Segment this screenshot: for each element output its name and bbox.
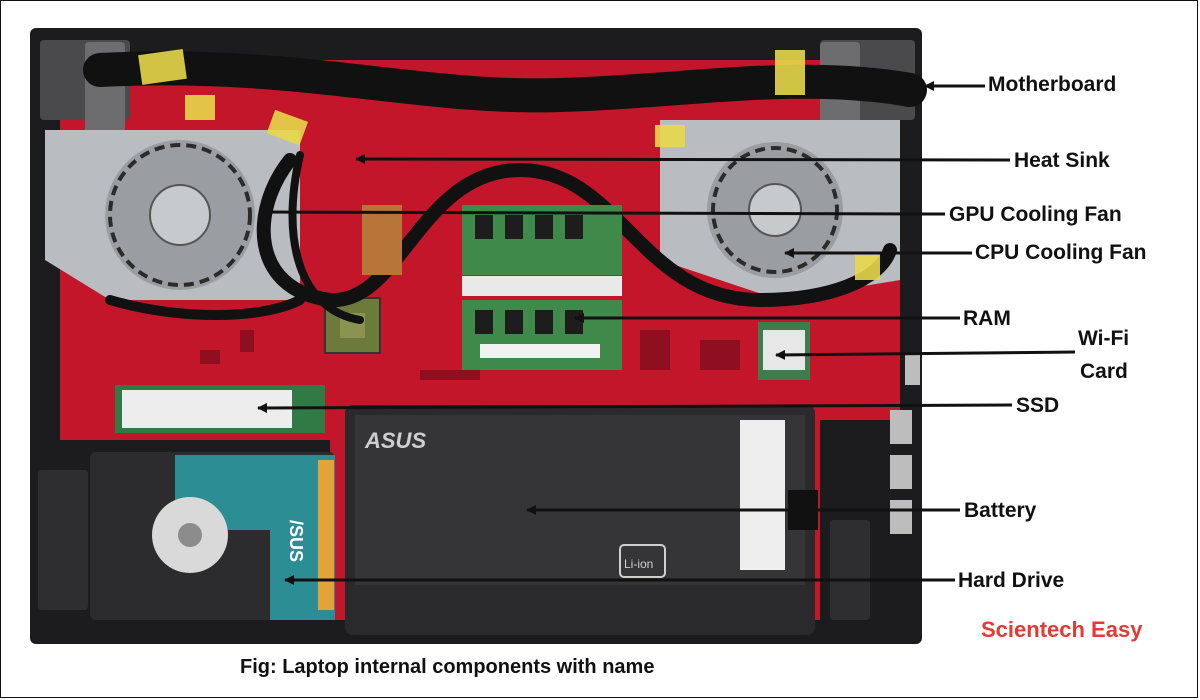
label-gpu-fan: GPU Cooling Fan [949,203,1122,226]
battery: ASUS Li-ion [345,405,818,635]
label-motherboard: Motherboard [988,73,1117,96]
battery-brand-text: ASUS [364,428,426,453]
arrow-gpu-fan [261,207,946,218]
arrow-wifi [775,349,1076,360]
wifi-card [758,322,810,380]
speaker-right [830,520,870,620]
label-wifi-line1: Wi-Fi [1078,327,1130,350]
figure-caption: Fig: Laptop internal components with nam… [240,656,655,678]
arrow-heat-sink [355,154,1011,165]
hdd-brand-text: /SUS [286,520,306,562]
label-ram: RAM [963,307,1011,330]
cpu-cooling-fan [660,120,900,300]
arrow-ssd [257,402,1013,413]
pointer-arrows [257,81,1076,585]
copper-heat-block [362,205,402,275]
label-wifi-line2: Card [1080,360,1128,383]
gpu-cooling-fan [45,130,300,300]
battery-cert-text: Li-ion [624,557,653,571]
label-hard-drive: Hard Drive [958,569,1065,592]
speaker-left [38,470,88,610]
label-heat-sink: Heat Sink [1014,149,1110,172]
brand-watermark: Scientech Easy [981,617,1143,642]
label-ssd: SSD [1016,394,1060,417]
hard-drive: /SUS [90,452,335,620]
label-cpu-fan: CPU Cooling Fan [975,241,1147,264]
kapton-tape [138,48,880,280]
cpu-chip [324,297,381,354]
ram-modules [462,205,622,370]
label-battery: Battery [964,499,1037,522]
